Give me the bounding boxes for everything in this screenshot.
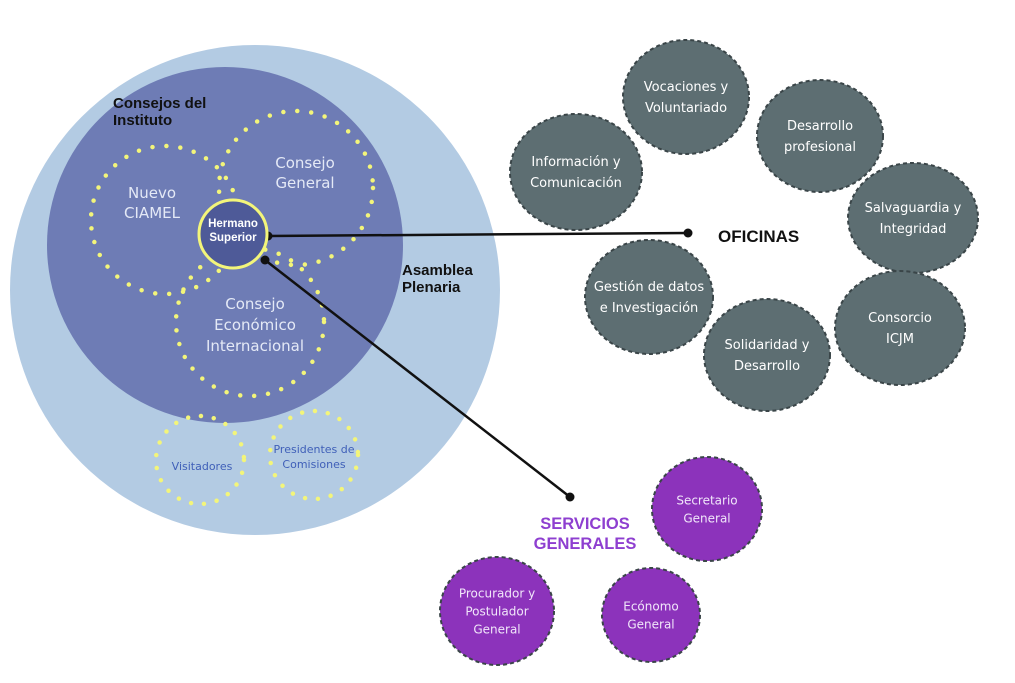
connector-dot bbox=[683, 228, 693, 238]
connector-dot bbox=[565, 492, 575, 502]
office-informacion-shape bbox=[509, 113, 643, 231]
office-desarrollo-profesional-shape bbox=[756, 79, 884, 193]
office-consorcio-shape bbox=[834, 270, 966, 386]
connector-oficinas bbox=[267, 231, 689, 238]
visitadores-ring bbox=[153, 413, 247, 507]
connector-dot bbox=[260, 255, 270, 265]
service-secretario-shape bbox=[651, 456, 763, 562]
presidentes-ring bbox=[267, 408, 361, 502]
service-procurador-shape bbox=[439, 556, 555, 666]
office-solidaridad-shape bbox=[703, 298, 831, 412]
visitadores-label: Visitadores bbox=[172, 460, 233, 473]
service-ecónomo-shape bbox=[601, 567, 701, 663]
office-gestion-datos-shape bbox=[584, 239, 714, 355]
office-salvaguardia-shape bbox=[847, 162, 979, 274]
hermano-superior-node bbox=[197, 198, 269, 270]
office-vocaciones-shape bbox=[622, 39, 750, 155]
consejo-general-ring bbox=[216, 108, 376, 268]
oficinas-label: OFICINAS bbox=[718, 227, 799, 246]
connector-servicios bbox=[264, 259, 571, 498]
